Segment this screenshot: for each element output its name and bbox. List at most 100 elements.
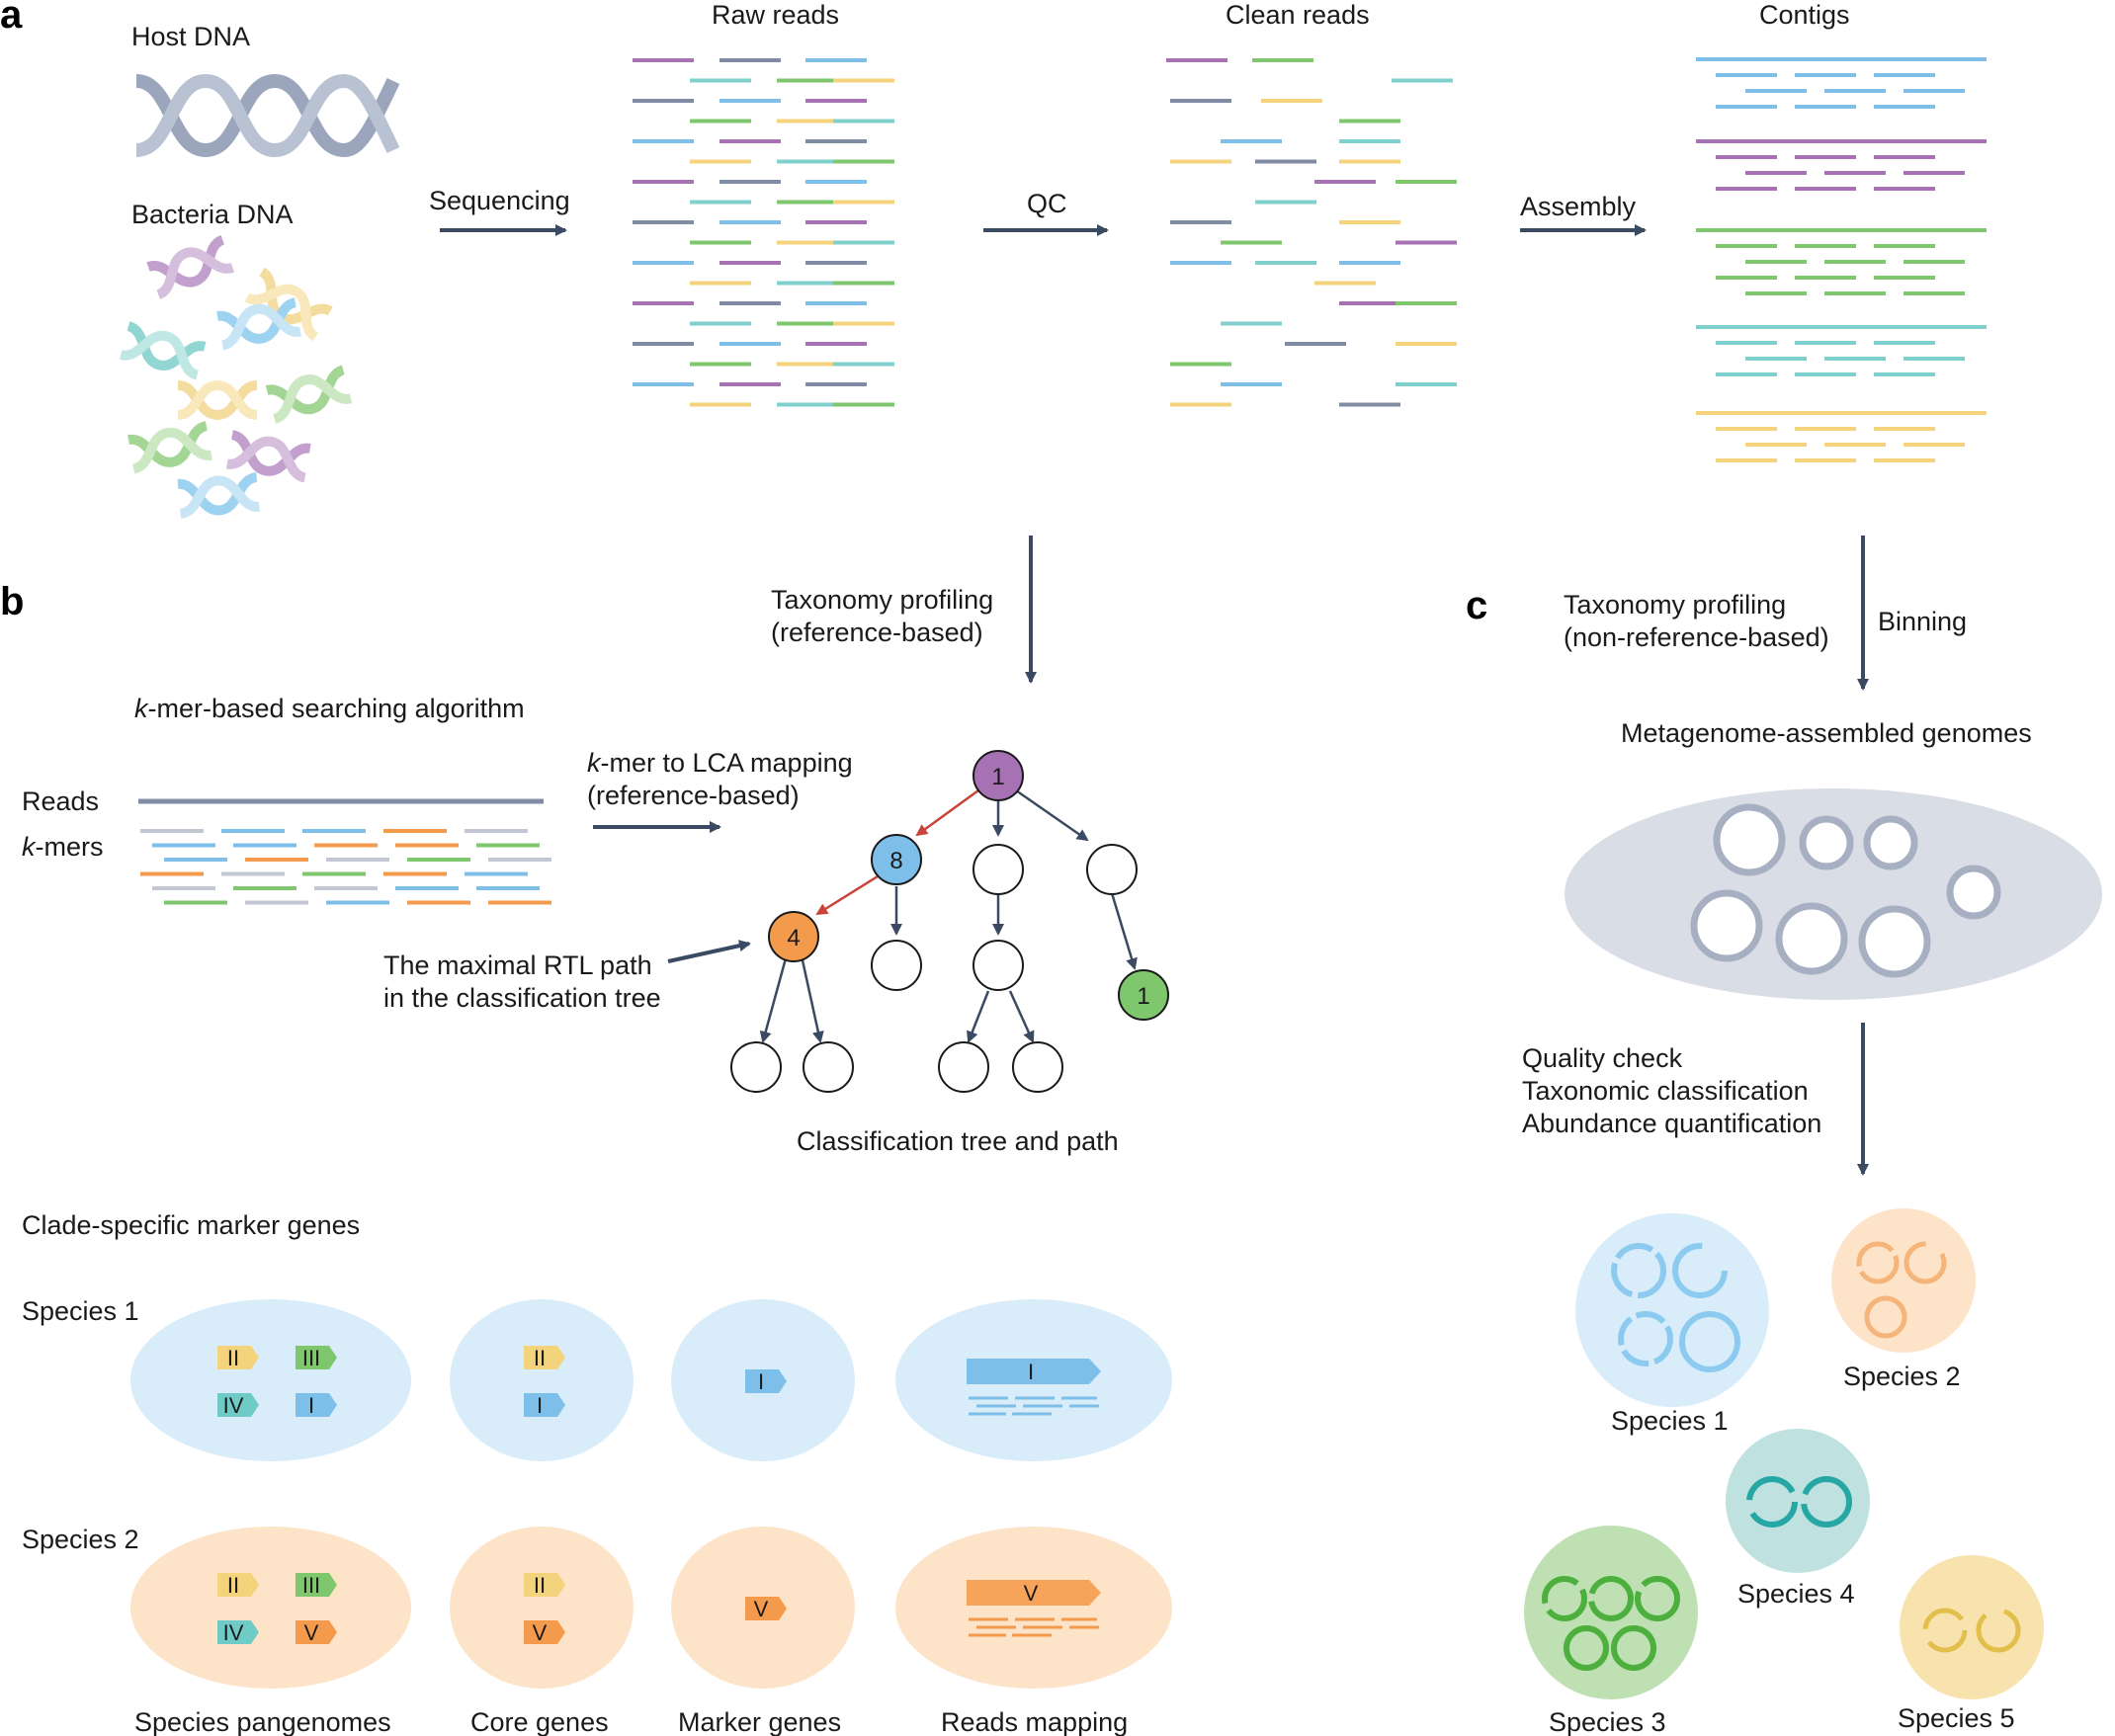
panel-c-label: c xyxy=(1466,584,1487,627)
kmer-lca-line1: k-mer to LCA mapping xyxy=(587,748,853,778)
raw-reads-group xyxy=(633,58,894,407)
col-marker-genes-label: Marker genes xyxy=(678,1707,841,1736)
species3-label: Species 3 xyxy=(1549,1707,1666,1736)
kmer-bars-group xyxy=(140,829,551,905)
tree-node-4-label: 4 xyxy=(787,925,800,951)
species2-label: Species 2 xyxy=(1843,1362,1961,1391)
qc-label: QC xyxy=(1027,189,1067,218)
svg-text:V: V xyxy=(754,1597,769,1621)
species1-core-ellipse xyxy=(450,1299,634,1461)
gene-tag-II: II xyxy=(524,1346,565,1370)
gene-tag-V-mapped: V xyxy=(967,1580,1101,1606)
tree-node-leaf-1 xyxy=(1118,969,1169,1021)
species1-pangenome-ellipse xyxy=(130,1299,411,1461)
tree-node-4 xyxy=(768,911,819,962)
species1-circle xyxy=(1575,1213,1769,1407)
gene-tag-IV: IV xyxy=(217,1393,259,1418)
species2-core-ellipse xyxy=(450,1527,634,1689)
tree-caption: Classification tree and path xyxy=(797,1126,1119,1156)
gene-tag-III: III xyxy=(296,1573,337,1598)
kmers-rest: -mers xyxy=(36,832,104,862)
tree-edge xyxy=(801,959,824,1043)
contigs-group xyxy=(1696,57,1987,462)
tree-edge-red-2 xyxy=(815,874,879,916)
binning-label: Binning xyxy=(1878,607,1967,636)
tree-node xyxy=(973,940,1024,991)
rtl-path-line2: in the classification tree xyxy=(383,983,661,1013)
svg-text:I: I xyxy=(1028,1360,1034,1384)
contigs-title: Contigs xyxy=(1759,0,1850,30)
host-dna-label: Host DNA xyxy=(131,22,250,51)
species1-row-label: Species 1 xyxy=(22,1296,139,1326)
bacteria-dna-label: Bacteria DNA xyxy=(131,200,294,229)
tree-node xyxy=(938,1041,989,1093)
species3-genomes xyxy=(1542,1576,1680,1671)
species5-genomes xyxy=(1922,1608,2021,1653)
tree-node xyxy=(730,1041,782,1093)
col-reads-mapping-label: Reads mapping xyxy=(941,1707,1128,1736)
tree-edge xyxy=(759,957,788,1043)
clean-reads-group xyxy=(1166,58,1457,407)
gene-tag-II: II xyxy=(217,1346,259,1370)
qc-step-line3: Abundance quantification xyxy=(1522,1109,1821,1138)
rtl-path-arrow xyxy=(667,940,751,963)
kmers-label: k-mers xyxy=(22,832,104,862)
panel-a-label: a xyxy=(0,0,23,37)
panel-b-label: b xyxy=(0,580,24,623)
tree-edge xyxy=(1110,892,1138,970)
svg-text:V: V xyxy=(304,1620,319,1645)
tree-node xyxy=(973,844,1024,895)
kmer-lca-rest: -mer to LCA mapping xyxy=(601,748,853,778)
species2-pangenome-ellipse xyxy=(130,1527,411,1689)
species4-circle xyxy=(1726,1429,1870,1573)
taxonomy-nonref-line2: (non-reference-based) xyxy=(1564,622,1829,652)
species4-label: Species 4 xyxy=(1737,1579,1855,1609)
rtl-path-line1: The maximal RTL path xyxy=(383,951,652,980)
gene-tag-IV: IV xyxy=(217,1620,259,1645)
svg-text:II: II xyxy=(534,1573,546,1598)
tree-node xyxy=(871,940,922,991)
species1-label: Species 1 xyxy=(1611,1406,1729,1436)
svg-text:V: V xyxy=(533,1620,548,1645)
reads-label: Reads xyxy=(22,786,99,816)
gene-tag-V: V xyxy=(745,1597,787,1621)
tree-node-8 xyxy=(871,834,922,885)
qc-step-line2: Taxonomic classification xyxy=(1522,1076,1809,1106)
mag-genome-rings xyxy=(1690,803,2001,978)
col-core-genes-label: Core genes xyxy=(470,1707,609,1736)
classification-tree: 1 8 4 1 xyxy=(730,750,1169,1093)
tree-node xyxy=(803,1041,854,1093)
tree-node-root xyxy=(973,750,1024,801)
gene-tag-III: III xyxy=(296,1346,337,1370)
svg-text:III: III xyxy=(302,1573,320,1598)
taxonomy-ref-line2: (reference-based) xyxy=(771,618,983,647)
tree-node xyxy=(1012,1041,1063,1093)
svg-text:I: I xyxy=(537,1393,543,1418)
host-dna-helix-icon xyxy=(134,73,400,158)
svg-text:V: V xyxy=(1024,1581,1039,1606)
tree-edge-red-1 xyxy=(915,788,979,837)
gene-tag-V: V xyxy=(524,1620,565,1645)
svg-text:IV: IV xyxy=(223,1393,244,1418)
sequencing-label: Sequencing xyxy=(429,186,570,215)
tree-node xyxy=(1086,844,1138,895)
kmer-search-title: k-mer-based searching algorithm xyxy=(134,694,525,723)
kmer-italic: k xyxy=(134,694,149,723)
species2-mapping-ellipse xyxy=(895,1527,1172,1689)
species2-genomes xyxy=(1856,1241,1947,1339)
taxonomy-nonref-line1: Taxonomy profiling xyxy=(1564,590,1786,620)
tree-edge xyxy=(967,990,990,1043)
species5-label: Species 5 xyxy=(1898,1703,2015,1733)
gene-tag-I: I xyxy=(745,1369,787,1394)
bacteria-dna-cluster-icon xyxy=(119,234,353,519)
svg-text:III: III xyxy=(302,1346,320,1370)
tree-edge xyxy=(1008,990,1035,1043)
species1-genomes xyxy=(1611,1243,1740,1372)
species2-circle xyxy=(1831,1208,1976,1353)
raw-reads-title: Raw reads xyxy=(712,0,839,30)
gene-tag-V: V xyxy=(296,1620,337,1645)
kmer-lca-line2: (reference-based) xyxy=(587,781,800,810)
kmer-lca-italic: k xyxy=(587,748,602,778)
species4-genomes xyxy=(1746,1476,1852,1528)
kmer-title-rest: -mer-based searching algorithm xyxy=(148,694,525,723)
